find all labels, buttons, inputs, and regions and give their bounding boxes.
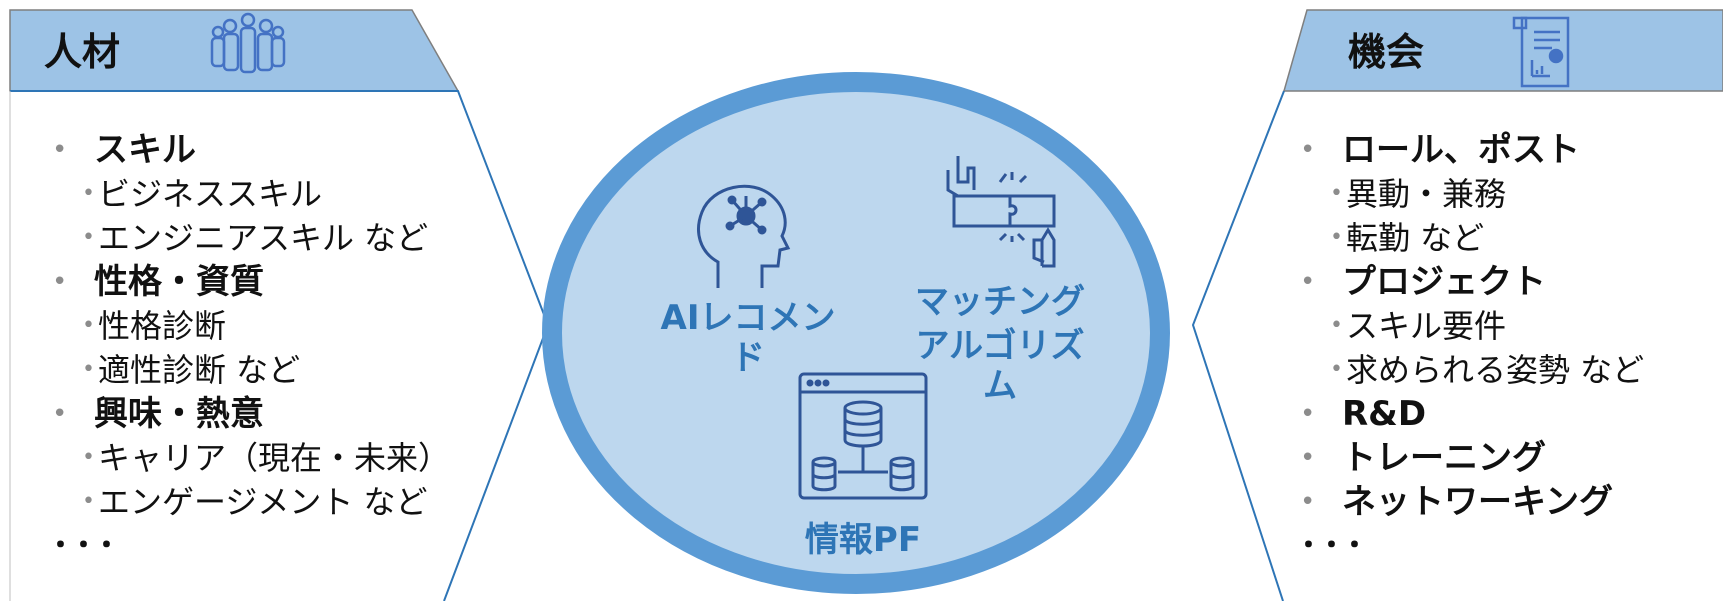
sub-item: エンジニアスキル など [52,216,450,260]
matching-label-line2: アルゴリズム [915,326,1085,406]
main-item: スキル [52,128,450,172]
right-panel-header [1283,9,1723,92]
sub-item: 性格診断 [52,304,450,348]
right-panel-outline [1191,90,1285,601]
sub-item: スキル要件 [1300,304,1644,348]
main-item: 興味・熱意 [52,392,450,436]
sub-item: 転勤 など [1300,216,1644,260]
sub-item: キャリア（現在・未来） [52,436,450,480]
right-panel-list: ロール、ポスト異動・兼務転勤 などプロジェクトスキル要件求められる姿勢 などR&… [1300,128,1644,568]
main-item: ロール、ポスト [1300,128,1644,172]
sub-item: 求められる姿勢 など [1300,348,1644,392]
sub-item: エンゲージメント など [52,480,450,524]
report-document-icon [1512,16,1570,88]
ai-recommend-label: AIレコメンド [660,298,836,378]
main-item: プロジェクト [1300,260,1644,304]
left-panel-outline [10,90,550,601]
ai-head-icon [697,184,791,288]
puzzle-hands-icon [946,156,1056,268]
info-pf-label: 情報PF [804,520,922,560]
ellipsis: ･･･ [52,526,121,566]
people-group-icon [210,12,286,74]
sub-item: 適性診断 など [52,348,450,392]
database-window-icon [798,372,928,500]
left-panel-list: スキルビジネススキルエンジニアスキル など性格・資質性格診断適性診断 など興味・… [52,128,450,568]
sub-item: 異動・兼務 [1300,172,1644,216]
matching-label-line1: マッチング [915,282,1085,322]
main-item: ネットワーキング [1300,480,1644,524]
right-panel-title: 機会 [1348,30,1425,74]
main-item: 性格・資質 [52,260,450,304]
main-item: R&D [1300,392,1644,436]
sub-item: ビジネススキル [52,172,450,216]
left-panel-title: 人材 [44,30,121,74]
main-item: トレーニング [1300,436,1644,480]
ellipsis: ･･･ [1300,526,1369,566]
